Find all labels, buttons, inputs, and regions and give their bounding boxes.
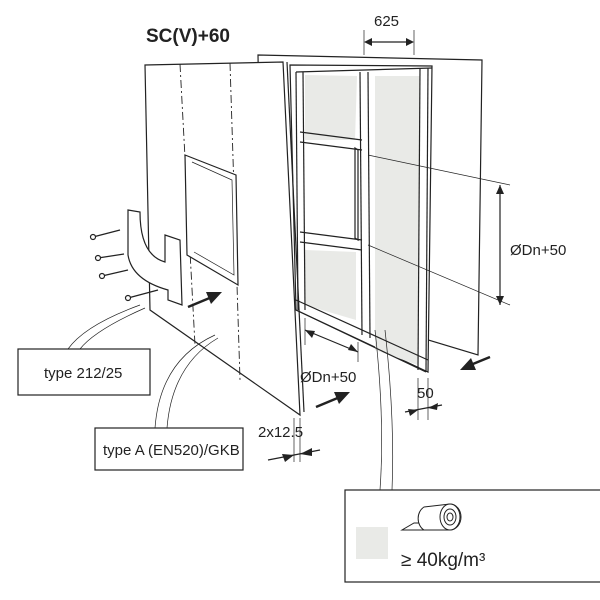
arrow-icon [187,292,491,409]
svg-text:≥ 40kg/m³: ≥ 40kg/m³ [401,550,485,571]
right-wall [257,54,511,373]
bracket-type-212 [89,209,183,306]
dimension-opening-height: ØDn+50 [496,185,566,305]
front-board [144,61,305,417]
insulation-roll-icon [400,503,462,531]
dimension-625: 625 [363,13,415,55]
screw-icon [89,229,159,302]
dimension-opening-width: ØDn+50 [300,318,359,386]
svg-text:50: 50 [417,385,434,402]
svg-text:ØDn+50: ØDn+50 [300,369,356,386]
dimension-stud-width: 50 [404,378,443,420]
svg-text:625: 625 [374,13,399,30]
svg-text:ØDn+50: ØDn+50 [510,242,566,259]
dimension-board-thickness: 2x12.5 [258,418,321,462]
board-opening [184,154,239,287]
svg-text:2x12.5: 2x12.5 [258,424,303,441]
callout-bracket: type 212/25 [17,304,151,396]
insulation-swatch [356,527,388,559]
callout-board: type A (EN520)/GKB [94,334,244,471]
svg-text:type 212/25: type 212/25 [44,365,122,382]
diagram-title: SC(V)+60 [146,26,230,47]
legend-insulation: ≥ 40kg/m³ [344,329,600,583]
svg-text:type A (EN520)/GKB: type A (EN520)/GKB [103,442,240,459]
